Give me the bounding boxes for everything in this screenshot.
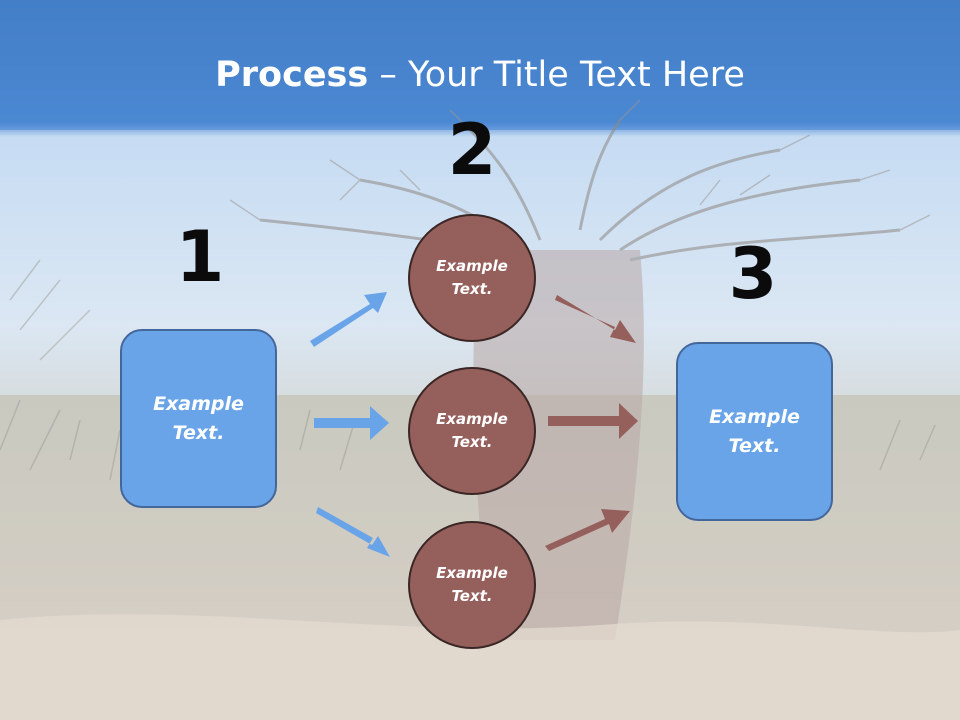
blue-arrow-up [310,292,387,347]
step-3-box[interactable]: Example Text. [676,342,833,521]
title-rest: – Your Title Text Here [368,55,745,95]
red-arrow-down [555,295,636,343]
title-bold: Process [215,55,369,95]
blue-arrow-straight [314,406,389,440]
step-number-2: 2 [447,109,497,191]
circle-text: Example Text. [436,257,508,298]
blue-arrow-down [316,507,390,557]
step-1-text: Example Text. [153,392,244,444]
step-2-circle-bottom[interactable]: Example Text. [408,521,536,649]
step-2-circle-top[interactable]: Example Text. [408,214,536,342]
page-title: Process – Your Title Text Here [0,52,960,98]
step-number-1: 1 [175,216,225,298]
step-1-box[interactable]: Example Text. [120,329,277,508]
circle-text: Example Text. [436,564,508,605]
red-arrow-up [545,509,630,551]
step-3-text: Example Text. [709,405,800,457]
step-number-3: 3 [728,233,778,315]
red-arrow-straight [548,403,638,439]
step-2-circle-middle[interactable]: Example Text. [408,367,536,495]
circle-text: Example Text. [436,410,508,451]
